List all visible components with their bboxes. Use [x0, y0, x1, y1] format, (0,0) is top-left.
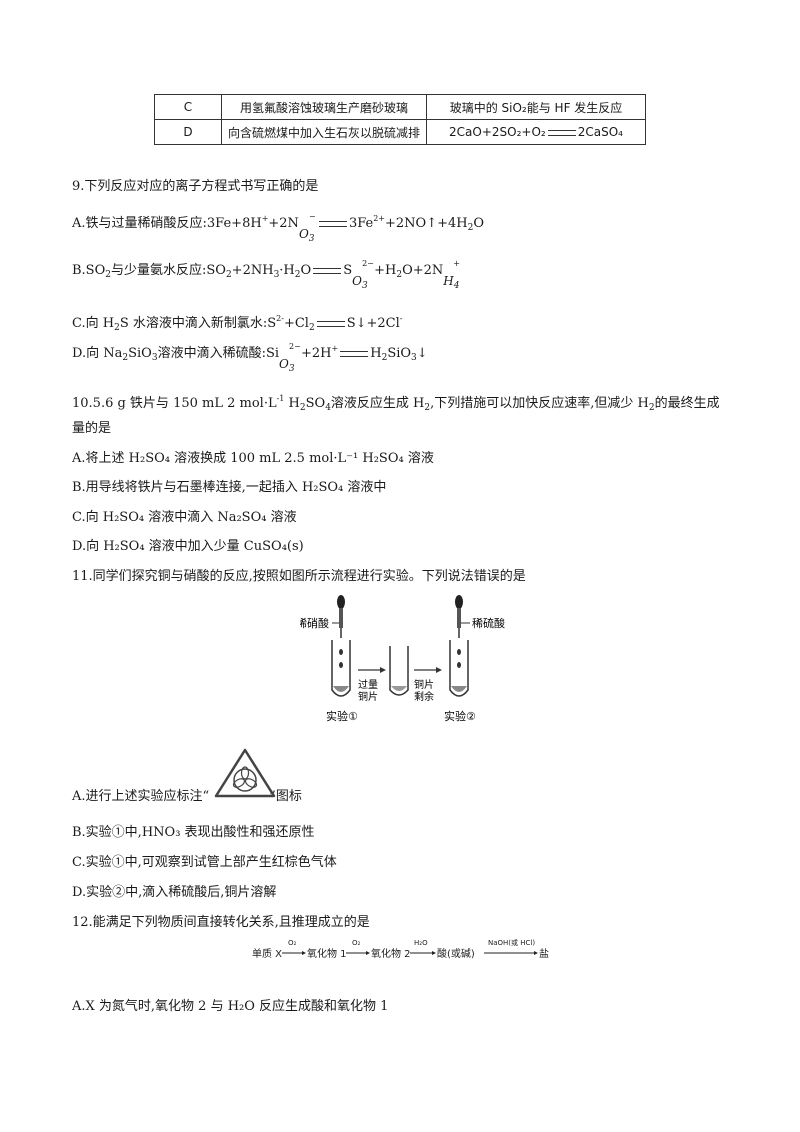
- q12-option-a: A.X 为氮气时,氧化物 2 与 H₂O 反应生成酸和氧化物 1: [72, 999, 389, 1014]
- table-cell-reason: 玻璃中的 SiO₂能与 HF 发生反应: [426, 94, 646, 120]
- q10-option-d: D.向 H₂SO₄ 溶液中加入少量 CuSO₄(s): [72, 539, 304, 554]
- flow-stage-1: 氧化物 1: [307, 947, 347, 960]
- equals-sign: [313, 267, 342, 274]
- label-acid-1: 稀硝酸: [300, 616, 329, 630]
- table-cell-label: C: [154, 94, 222, 120]
- table-row: C 用氢氟酸溶蚀玻璃生产磨砂玻璃 玻璃中的 SiO₂能与 HF 发生反应: [154, 94, 646, 120]
- label-exp1: 实验①: [326, 709, 358, 723]
- equation-right: 2CaSO₄: [577, 125, 623, 139]
- table-cell-reason: 2CaO+2SO₂+O₂ 2CaSO₄: [426, 119, 646, 145]
- test-tube-2: [449, 640, 469, 697]
- flow-reagent-4: NaOH(或 HCl): [488, 938, 535, 947]
- q11-option-a: A.进行上述实验应标注“”图标: [72, 789, 302, 804]
- q10-stem-line2: 量的是: [72, 421, 112, 436]
- equals-sign: [318, 220, 347, 227]
- table-row: D 向含硫燃煤中加入生石灰以脱硫减排 2CaO+2SO₂+O₂ 2CaSO₄: [154, 119, 646, 145]
- flow-reagent-3: H₂O: [414, 939, 428, 947]
- experiment-diagram: 稀硝酸 稀硫酸 过量 铜: [300, 595, 505, 723]
- q11-stem: 11.同学们探究铜与硝酸的反应,按照如图所示流程进行实验。下列说法错误的是: [72, 569, 526, 584]
- dropper-left: [337, 595, 345, 638]
- q9-stem: 9.下列反应对应的离子方程式书写正确的是: [72, 179, 319, 194]
- equals-sign: [316, 320, 345, 327]
- flow-reagent-1: O₂: [288, 939, 297, 947]
- label-cu-left-1: 铜片: [414, 678, 434, 691]
- q10-option-a: A.将上述 H₂SO₄ 溶液换成 100 mL 2.5 mol·L⁻¹ H₂SO…: [72, 451, 434, 466]
- q10-option-b: B.用导线将铁片与石墨棒连接,一起插入 H₂SO₄ 溶液中: [72, 480, 387, 495]
- q11-option-d: D.实验②中,滴入稀硫酸后,铜片溶解: [72, 885, 277, 900]
- flow-stage-3: 酸(或碱): [437, 947, 475, 960]
- flow-stage-4: 盐: [539, 947, 549, 960]
- test-tube-middle: [389, 646, 409, 696]
- table-cell-action: 向含硫燃煤中加入生石灰以脱硫减排: [221, 119, 427, 145]
- test-tube-1: [331, 640, 351, 697]
- flow-stage-2: 氧化物 2: [371, 947, 411, 960]
- flow-reagent-2: O₂: [352, 939, 361, 947]
- dropper-right: [455, 595, 463, 638]
- label-acid-2: 稀硫酸: [472, 616, 505, 630]
- flow-stage-0: 单质 X: [252, 948, 282, 960]
- label-cu-excess-1: 过量: [358, 678, 378, 691]
- q10-option-c: C.向 H₂SO₄ 溶液中滴入 Na₂SO₄ 溶液: [72, 510, 297, 525]
- label-exp2: 实验②: [444, 709, 476, 723]
- conversion-flow-diagram: 单质 X O₂ 氧化物 1 O₂ 氧化物 2 H₂O 酸(或碱) NaOH(或 …: [252, 938, 549, 960]
- table-cell-action: 用氢氟酸溶蚀玻璃生产磨砂玻璃: [221, 94, 427, 120]
- label-cu-left-2: 剩余: [414, 690, 434, 703]
- label-cu-excess-2: 铜片: [358, 690, 378, 703]
- equals-sign: [340, 350, 369, 357]
- equation-left: 2CaO+2SO₂+O₂: [449, 125, 546, 139]
- q11-option-c: C.实验①中,可观察到试管上部产生红棕色气体: [72, 855, 337, 870]
- ventilation-hazard-icon: [214, 748, 276, 798]
- q10-stem: 10.5.6 g 铁片与 150 mL 2 mol·L-1 H2SO4溶液反应生…: [72, 394, 720, 413]
- option-table: C 用氢氟酸溶蚀玻璃生产磨砂玻璃 玻璃中的 SiO₂能与 HF 发生反应 D 向…: [154, 94, 646, 145]
- q12-stem: 12.能满足下列物质间直接转化关系,且推理成立的是: [72, 915, 370, 930]
- q11-option-b: B.实验①中,HNO₃ 表现出酸性和强还原性: [72, 825, 315, 840]
- equals-sign: [547, 129, 576, 136]
- table-cell-label: D: [154, 119, 222, 145]
